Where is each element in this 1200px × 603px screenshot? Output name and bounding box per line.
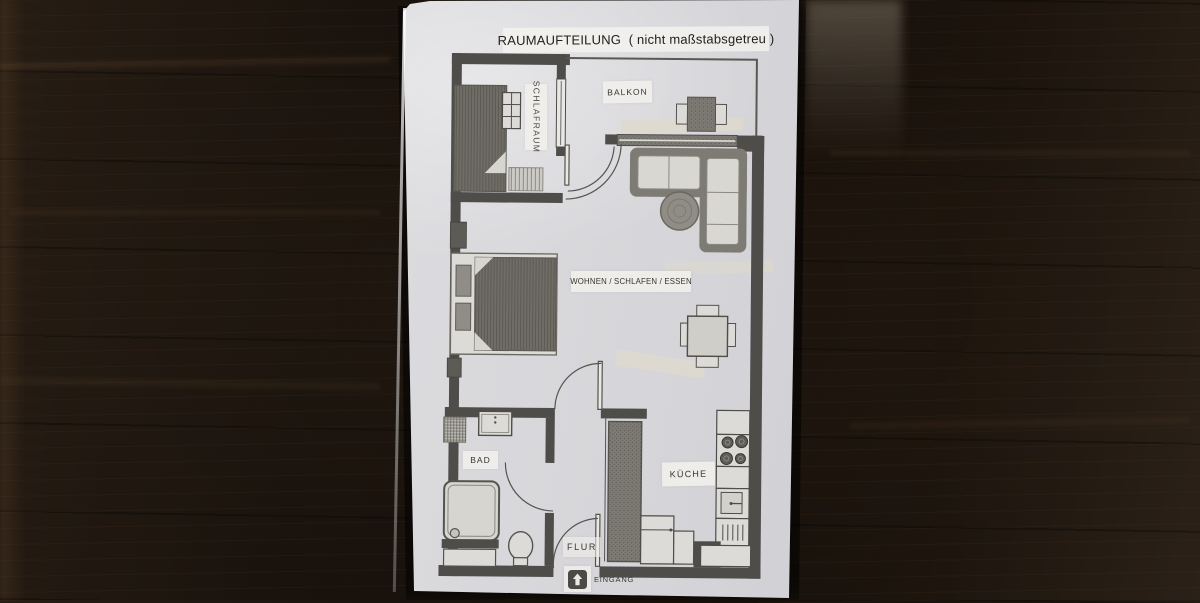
balcony-chair-left: [676, 104, 687, 124]
nightstand-bottom: [447, 358, 461, 377]
doors: [504, 143, 621, 569]
wall-schlafraum-bottom: [451, 192, 563, 203]
wood-grain-streak: [10, 210, 380, 215]
balcony-table: [687, 97, 715, 131]
wall-bad-right-upper: [545, 418, 554, 463]
room-label-schlafraum: SCHLAFRAUM: [525, 84, 547, 150]
room-label-kueche: KÜCHE: [662, 462, 715, 487]
wall-flur-top: [601, 408, 647, 418]
counter-mid-cell: [716, 466, 749, 488]
entrance-label: EINGANG: [594, 575, 634, 584]
kitchen-units: [640, 410, 751, 568]
bed-living-mattress: [474, 257, 556, 351]
wall-schlafraum-right-upper: [557, 54, 566, 79]
flur-kueche-divider: [605, 418, 606, 561]
wood-grain-streak: [0, 57, 390, 70]
shower-drain: [450, 529, 459, 538]
nightstand-top: [450, 222, 466, 248]
wall-exterior-right: [748, 136, 764, 579]
rug-schlafraum: [509, 168, 543, 191]
wood-highlight-patch: [0, 0, 26, 600]
pillow-top: [456, 265, 471, 296]
flur-door-arc: [555, 363, 601, 409]
dining-chair-top: [697, 305, 719, 316]
base-cabinet-2: [674, 531, 694, 564]
bathroom-furniture: [441, 411, 533, 567]
wall-window-sill: [556, 147, 565, 156]
pillow-bottom: [456, 303, 471, 330]
flur-door-leaf: [598, 361, 602, 409]
balcony-door-leaf: [565, 145, 569, 185]
bed-schlafraum: [454, 85, 507, 191]
dining-table: [687, 316, 727, 356]
entrance-arrow-icon: [568, 570, 587, 589]
balcony-chair-right: [715, 104, 726, 124]
wood-grain-streak: [0, 377, 380, 391]
page-title: RAUMAUFTEILUNG ( nicht maßstabsgetreu ): [503, 26, 769, 53]
bathroom-wall-strip: [442, 539, 499, 548]
round-rug: [660, 192, 698, 230]
dining-chair-right: [727, 323, 735, 346]
wall-bad-right-lower: [545, 513, 554, 566]
washing-machine: [443, 549, 495, 566]
wood-grain-streak: [830, 150, 1190, 156]
bad-door-arc: [505, 463, 553, 511]
dining-chair-bottom: [696, 356, 718, 367]
floorplan-drawing: [430, 40, 775, 603]
base-cabinet: [641, 516, 674, 564]
counter-top-cell: [717, 410, 750, 434]
room-label-balkon: BALKON: [603, 81, 652, 104]
room-label-wohnen-schlafen-essen: WOHNEN / SCHLAFEN / ESSEN: [571, 271, 691, 292]
schlafraum-door-arc-2: [568, 146, 614, 191]
room-label-bad: BAD: [463, 451, 498, 469]
bathroom-radiator: [444, 417, 466, 442]
entrance-marker: EINGANG: [564, 566, 674, 592]
toilet: [509, 532, 533, 560]
wood-highlight-patch: [806, 0, 902, 160]
wood-grain-streak: [850, 417, 1190, 429]
wardrobe: [608, 421, 642, 561]
counter-bottom: [701, 545, 751, 566]
room-label-flur: FLUR: [563, 537, 601, 557]
sofa-seat-vertical: [706, 158, 739, 244]
wall-living-top-stub: [605, 134, 617, 144]
toilet-tank: [514, 558, 528, 566]
wall-schlafraum-top: [452, 53, 570, 65]
